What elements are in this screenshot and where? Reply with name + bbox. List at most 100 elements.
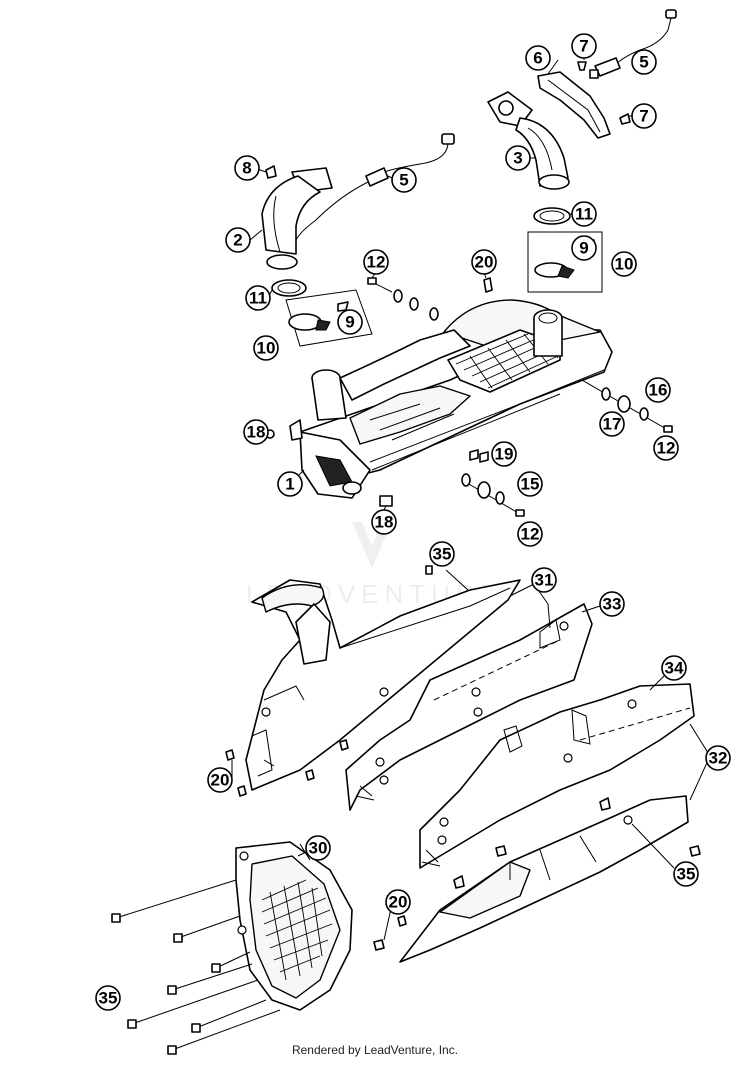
callout-9-left: 9: [337, 309, 363, 335]
nut-left-1: [225, 749, 235, 761]
callout-19: 19: [491, 441, 517, 467]
callout-10-left: 10: [253, 335, 279, 361]
screw-mid: [619, 113, 631, 125]
screw-35-right: [689, 845, 701, 857]
svg-text:18: 18: [375, 513, 394, 532]
svg-text:35: 35: [99, 989, 118, 1008]
svg-text:20: 20: [389, 893, 408, 912]
svg-text:10: 10: [615, 255, 634, 274]
svg-text:33: 33: [603, 595, 622, 614]
callout-12-lower: 12: [517, 521, 543, 547]
svg-text:6: 6: [533, 49, 542, 68]
gasket-ring-right: [533, 207, 571, 225]
nut-20: [483, 277, 493, 293]
bolt-set-right: [581, 379, 673, 433]
svg-text:20: 20: [211, 771, 230, 790]
svg-text:11: 11: [575, 205, 593, 224]
callout-35-top: 35: [429, 541, 455, 567]
bracket: [537, 71, 611, 139]
svg-text:7: 7: [579, 37, 588, 56]
callout-20-top: 20: [471, 249, 497, 275]
callout-30: 30: [305, 835, 331, 861]
callout-10-right: 10: [611, 251, 637, 277]
callout-7-mid: 7: [631, 103, 657, 129]
svg-text:8: 8: [242, 159, 251, 178]
clamp-kit-box-right: [527, 231, 603, 293]
callout-33: 33: [599, 591, 625, 617]
callout-35-left: 35: [95, 985, 121, 1011]
heat-shield-31: [245, 579, 521, 791]
screws-front-guard: [111, 879, 385, 1055]
callout-18-upper: 18: [243, 419, 269, 445]
svg-text:5: 5: [399, 171, 408, 190]
svg-text:5: 5: [639, 53, 648, 72]
svg-text:18: 18: [247, 423, 266, 442]
callout-7-top: 7: [571, 33, 597, 59]
screw-top: [577, 61, 587, 71]
callout-34: 34: [661, 655, 687, 681]
gasket-ring-left: [271, 279, 307, 297]
svg-text:12: 12: [367, 253, 386, 272]
svg-text:17: 17: [603, 415, 622, 434]
nut-mid-1: [339, 739, 349, 751]
callout-15: 15: [517, 471, 543, 497]
callout-32: 32: [705, 745, 731, 771]
svg-text:9: 9: [579, 239, 588, 258]
header-pipe-3: [487, 91, 570, 190]
callout-5-top: 5: [631, 49, 657, 75]
svg-text:12: 12: [521, 525, 540, 544]
nut-lower: [397, 915, 407, 927]
screw-8: [265, 165, 277, 179]
callout-11-right: 11: [571, 201, 597, 227]
callout-1: 1: [277, 471, 303, 497]
svg-text:19: 19: [495, 445, 514, 464]
heat-shield-32: [399, 795, 689, 963]
bolt-set-lower: [461, 449, 525, 517]
callout-16: 16: [645, 377, 671, 403]
callout-11-left: 11: [245, 285, 271, 311]
callout-5-left: 5: [391, 167, 417, 193]
heat-shield-33: [345, 603, 593, 811]
muffler-assembly: [289, 299, 613, 499]
svg-text:1: 1: [285, 475, 294, 494]
nut-left-2: [237, 785, 247, 797]
svg-text:35: 35: [677, 865, 696, 884]
svg-text:35: 35: [433, 545, 452, 564]
callout-3: 3: [505, 145, 531, 171]
callout-31: 31: [531, 567, 557, 593]
bolt-set-upper: [367, 277, 439, 321]
callout-8: 8: [234, 155, 260, 181]
svg-text:32: 32: [709, 749, 728, 768]
callout-9-right: 9: [571, 235, 597, 261]
svg-text:3: 3: [513, 149, 522, 168]
svg-text:2: 2: [233, 231, 242, 250]
svg-text:16: 16: [649, 381, 668, 400]
screw-35-top: [425, 565, 433, 575]
svg-text:10: 10: [257, 339, 276, 358]
heat-shield-34: [419, 683, 695, 869]
footer-credit: Rendered by LeadVenture, Inc.: [291, 1043, 459, 1057]
svg-text:7: 7: [639, 107, 648, 126]
callout-20-lower: 20: [385, 889, 411, 915]
svg-text:31: 31: [535, 571, 554, 590]
callout-12-top: 12: [363, 249, 389, 275]
nut-mid-2: [305, 769, 315, 781]
callout-6: 6: [525, 45, 551, 71]
svg-text:34: 34: [665, 659, 684, 678]
header-pipe-2: [261, 167, 333, 270]
callout-2: 2: [225, 227, 251, 253]
svg-text:12: 12: [657, 439, 676, 458]
callout-20-left: 20: [207, 767, 233, 793]
callout-17: 17: [599, 411, 625, 437]
callout-18-lower: 18: [371, 509, 397, 535]
grommet-lower: [379, 495, 393, 507]
svg-text:11: 11: [249, 289, 267, 308]
front-guard-30: [235, 841, 353, 1011]
callout-35-right: 35: [673, 861, 699, 887]
svg-text:9: 9: [345, 313, 354, 332]
callout-12-right: 12: [653, 435, 679, 461]
svg-text:15: 15: [521, 475, 540, 494]
oxygen-sensor-left: [295, 133, 455, 241]
svg-text:30: 30: [309, 839, 328, 858]
